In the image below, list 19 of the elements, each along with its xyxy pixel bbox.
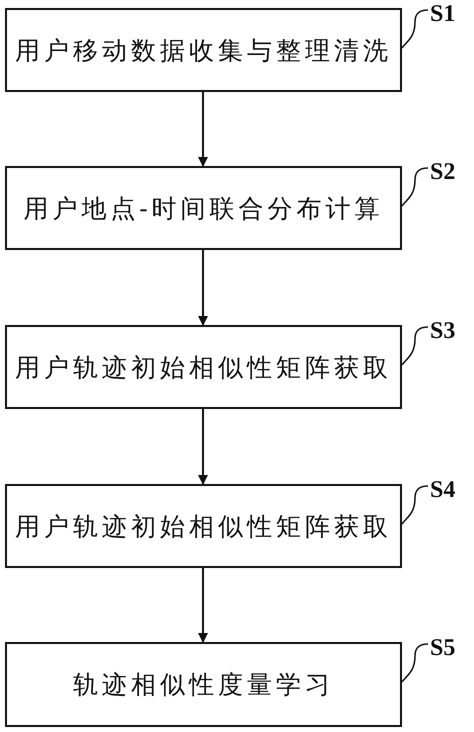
process-box: 用户地点-时间联合分布计算	[5, 166, 402, 250]
arrow	[198, 568, 208, 643]
process-box: 轨迹相似性度量学习	[5, 642, 402, 727]
leader-line	[401, 9, 428, 48]
step-number: S5	[430, 636, 456, 660]
step-number: S4	[430, 478, 456, 502]
leader-line	[401, 167, 428, 206]
process-box: 用户轨迹初始相似性矩阵获取	[5, 325, 402, 409]
arrow	[198, 250, 208, 326]
leader-line	[401, 643, 428, 682]
step-number: S2	[430, 160, 456, 184]
step-number: S1	[430, 2, 456, 26]
step-number: S3	[430, 319, 456, 343]
leader-line	[401, 485, 428, 524]
process-box: 用户轨迹初始相似性矩阵获取	[5, 484, 402, 568]
leader-line	[401, 326, 428, 366]
process-box: 用户移动数据收集与整理清洗	[5, 8, 402, 92]
arrow	[198, 409, 208, 485]
arrow	[198, 92, 208, 167]
